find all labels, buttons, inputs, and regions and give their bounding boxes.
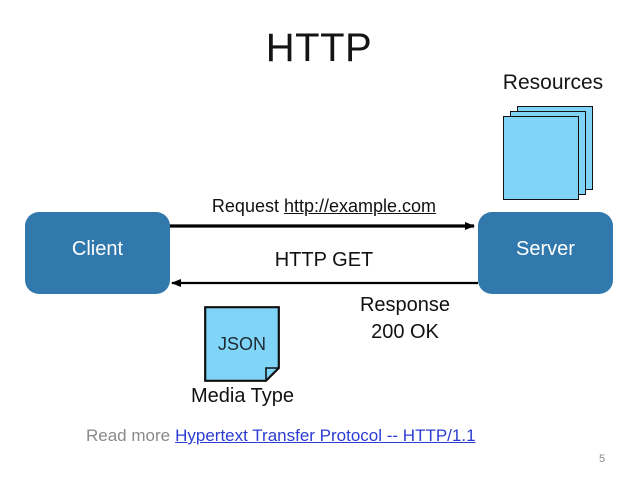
request-prefix-label: Request xyxy=(211,196,279,216)
spec-link[interactable]: Hypertext Transfer Protocol -- HTTP/1.1 xyxy=(175,426,476,445)
resources-label: Resources xyxy=(502,71,604,94)
page-title: HTTP xyxy=(265,26,373,70)
media-type-label: Media Type xyxy=(190,385,295,407)
client-node-label: Client xyxy=(71,237,124,260)
request-url[interactable]: http://example.com xyxy=(283,196,437,216)
json-format-label: JSON xyxy=(217,333,266,354)
footer-prefix-label: Read more xyxy=(86,426,171,445)
response-label: Response xyxy=(359,294,451,316)
server-node[interactable]: Server xyxy=(478,212,613,294)
http-method-label: HTTP GET xyxy=(274,249,374,271)
request-caption: Request http://example.com xyxy=(178,194,470,218)
json-document-icon: JSON xyxy=(204,306,280,382)
response-status-code: 200 OK xyxy=(371,321,439,343)
client-node[interactable]: Client xyxy=(25,212,170,294)
response-caption: Response 200 OK xyxy=(330,292,480,346)
resource-card-front xyxy=(503,116,579,200)
server-node-label: Server xyxy=(516,237,575,260)
page-number: 5 xyxy=(598,453,606,465)
resources-card-stack xyxy=(503,106,595,202)
